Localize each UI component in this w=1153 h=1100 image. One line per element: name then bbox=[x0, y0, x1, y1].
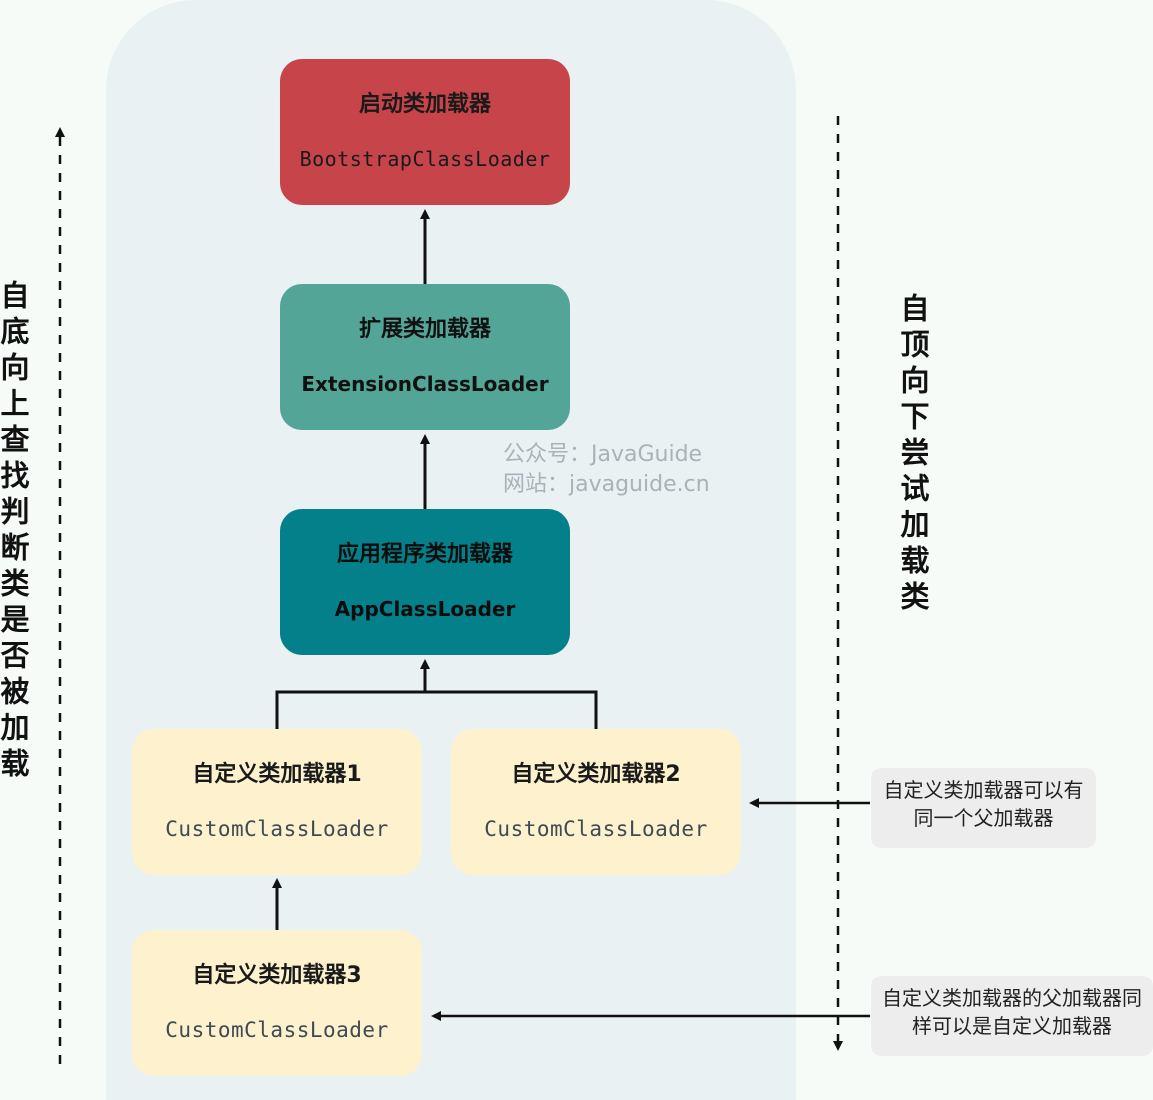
right-vertical-label: 自顶向下尝试加载类 bbox=[896, 293, 930, 617]
custom-classloader-3-box: 自定义类加载器3 CustomClassLoader bbox=[132, 930, 422, 1076]
custom3-zh-label: 自定义类加载器3 bbox=[192, 963, 362, 988]
connectors-layer bbox=[55, 116, 870, 1064]
custom2-en-label: CustomClassLoader bbox=[484, 817, 708, 841]
watermark-line2: 网站：javaguide.cn bbox=[503, 472, 710, 497]
note-same-parent: 自定义类加载器可以有同一个父加载器 bbox=[871, 768, 1096, 848]
custom-classloader-1-box: 自定义类加载器1 CustomClassLoader bbox=[132, 729, 422, 875]
extension-classloader-box: 扩展类加载器 ExtensionClassLoader bbox=[280, 284, 570, 430]
left-vertical-label: 自底向上查找判断类是否被加载 bbox=[0, 280, 30, 784]
custom1-zh-label: 自定义类加载器1 bbox=[192, 762, 362, 787]
app-en-label: AppClassLoader bbox=[334, 597, 516, 621]
custom-classloader-2-box: 自定义类加载器2 CustomClassLoader bbox=[451, 729, 741, 875]
bracket-custom-to-app bbox=[275, 690, 598, 729]
note2-text: 自定义类加载器的父加载器同样可以是自定义加载器 bbox=[882, 986, 1142, 1038]
note1-text: 自定义类加载器可以有同一个父加载器 bbox=[883, 778, 1084, 830]
bootstrap-en-label: BootstrapClassLoader bbox=[299, 147, 551, 171]
custom3-en-label: CustomClassLoader bbox=[165, 1018, 389, 1042]
custom1-en-label: CustomClassLoader bbox=[165, 817, 389, 841]
watermark: 公众号：JavaGuide 网站：javaguide.cn bbox=[503, 440, 710, 500]
app-classloader-box: 应用程序类加载器 AppClassLoader bbox=[280, 509, 570, 655]
extension-zh-label: 扩展类加载器 bbox=[358, 317, 491, 342]
extension-en-label: ExtensionClassLoader bbox=[301, 372, 549, 396]
bootstrap-zh-label: 启动类加载器 bbox=[358, 92, 491, 117]
note-custom-parent: 自定义类加载器的父加载器同样可以是自定义加载器 bbox=[871, 976, 1153, 1056]
custom2-zh-label: 自定义类加载器2 bbox=[511, 762, 681, 787]
watermark-line1: 公众号：JavaGuide bbox=[503, 442, 703, 467]
app-zh-label: 应用程序类加载器 bbox=[336, 542, 513, 567]
bootstrap-classloader-box: 启动类加载器 BootstrapClassLoader bbox=[280, 59, 570, 205]
